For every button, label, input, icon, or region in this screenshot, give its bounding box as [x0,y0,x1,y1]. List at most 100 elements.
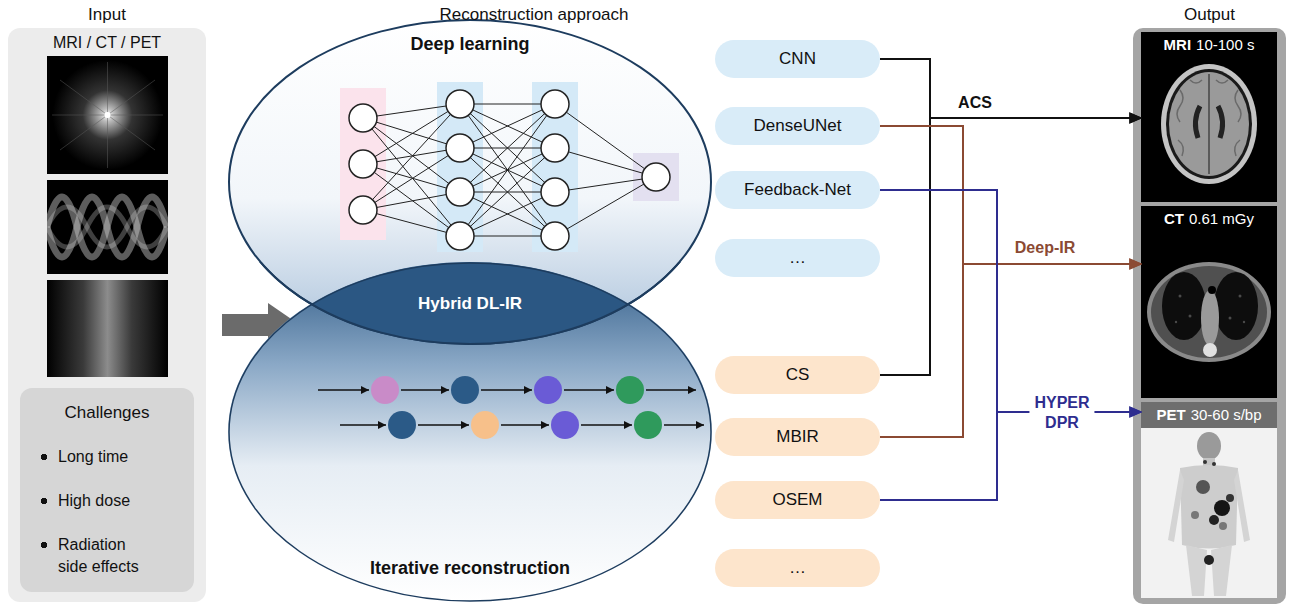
neural-network [446,222,474,250]
region-ground [228,262,712,602]
ct-scan [1141,206,1277,398]
panel-heading: Input [88,5,126,25]
pet-scan [1186,545,1232,596]
panel-ground [1133,28,1286,604]
iterative-method: OSEM [715,481,880,519]
ct-scan [1239,295,1242,298]
method-connector [880,190,1141,412]
neural-network [541,90,569,118]
region-ground [228,19,712,345]
sinogram-image [47,180,168,274]
iteration-chain [388,411,416,439]
ellipse-outline [229,263,711,601]
hybrid-overlap: Hybrid DL-IR [228,262,712,345]
ct-scan [1141,206,1277,398]
pet-image: PET 30-60 s/bp [1141,402,1277,598]
pet-scan [1212,462,1216,466]
scan-parameter: 0.61 mGy [1189,210,1254,228]
method-connector [880,126,1141,264]
iteration-chain [318,376,704,439]
neural-network [541,134,569,162]
neural-network [340,82,679,252]
neural-network [349,150,377,178]
method-name: DenseUNet [754,115,842,137]
mri-scan [1161,64,1257,184]
sinogram-image [47,197,167,257]
ct-scan [1189,315,1192,318]
neural-network [460,104,555,236]
method-connector [880,412,1141,500]
iteration-chain [471,411,499,439]
iteration-chain [534,376,562,404]
iteration-chain [564,389,614,391]
mri-scan [1177,80,1241,156]
ellipse-outline [229,262,711,344]
mri-image: MRI10-100 s [1141,32,1277,202]
neural-network [633,153,679,201]
iteration-chain [418,424,469,426]
region-ground [228,19,712,602]
pet-scan [1141,402,1277,428]
neural-network [363,104,460,236]
ct-scan [1179,295,1182,298]
kspace-image [52,62,163,168]
panel-heading: Output [1184,5,1235,25]
ct-scan [1175,321,1177,323]
section-heading: Reconstruction approach [439,5,628,25]
mri-scan [1208,74,1210,174]
panel-ground [8,28,206,602]
neural-network [446,90,474,118]
method-name: MBIR [776,426,819,448]
mri-scan [1166,69,1252,179]
iteration-chain [481,389,532,391]
list-item: Radiation side effects [38,534,158,578]
sinogram-image [47,207,167,247]
ct-image: CT 0.61 mGy [1141,206,1277,398]
method-name: … [789,247,806,269]
neural-network [340,88,386,240]
method-name: Feedback-Net [744,179,851,201]
mri-scan [1141,32,1277,202]
pet-scan [1197,432,1221,460]
ct-scan [1175,295,1245,324]
sinogram-image [47,197,167,257]
modality-name: CT [1164,210,1184,228]
modality-name: PET [1156,406,1185,424]
iteration-chain [340,424,386,426]
method-label: Deep-IR [1015,238,1075,258]
pet-scan [1196,480,1210,494]
modality-heading: MRI / CT / PET [53,33,161,53]
pet-scan [1141,402,1277,598]
mri-scan [1195,106,1222,138]
pet-scan [1214,500,1230,516]
pet-scan [1168,470,1250,542]
kspace-image [47,56,168,174]
iteration-chain [581,424,632,426]
neural-network [349,196,377,224]
scan-parameter: 30-60 s/bp [1191,406,1262,424]
mri-scan [1141,32,1277,202]
ct-scan [1208,286,1216,294]
pet-scan [1209,515,1219,525]
iteration-chain [451,376,479,404]
neural-network [437,82,483,252]
iterative-method: … [715,549,880,587]
modality-name: MRI [1164,36,1192,54]
method-connector [880,59,1141,118]
neural-network [446,134,474,162]
ct-scan [1214,272,1258,340]
neural-network [446,178,474,206]
sinogram-image [47,207,167,247]
iteration-chain [664,424,704,426]
list-item: High dose [38,490,130,512]
mri-scan [1169,72,1249,176]
overlap-label: Hybrid DL-IR [418,293,522,315]
sinogram-image [47,180,168,274]
neural-network [349,104,377,132]
iteration-chain [501,424,549,426]
neural-network [349,90,670,250]
iteration-chain [634,411,662,439]
neural-network [541,178,569,206]
deep-learning-method: DenseUNet [715,107,880,145]
kspace-image [105,112,111,118]
